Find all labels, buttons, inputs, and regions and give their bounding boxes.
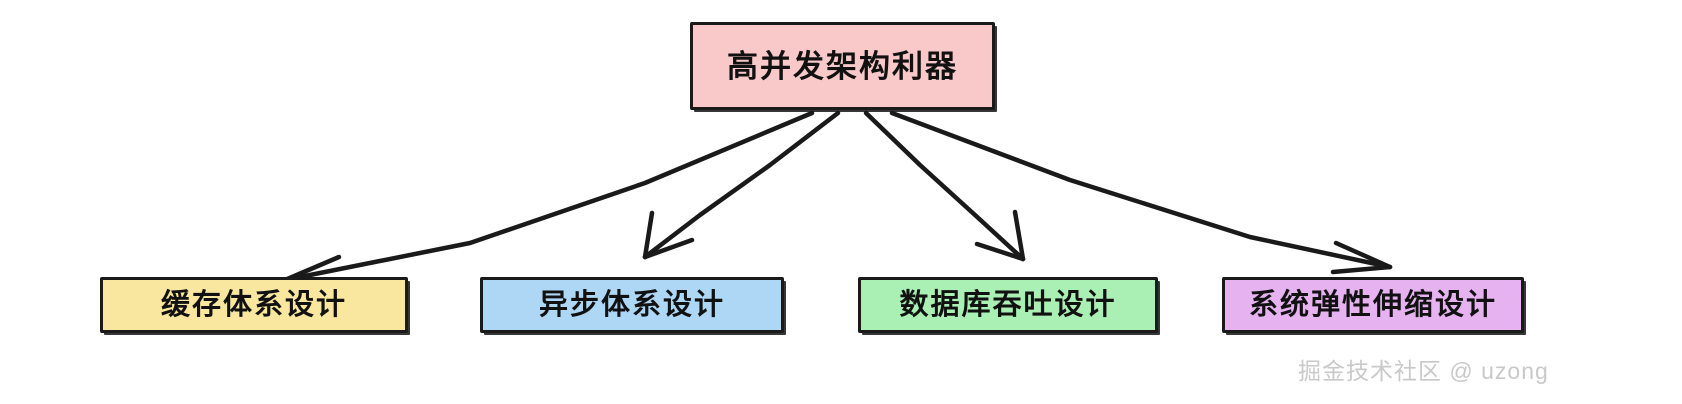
edge-root-to-database [863, 110, 1026, 262]
edge-root-to-cache [282, 110, 815, 288]
async-node[interactable]: 异步体系设计 [480, 277, 784, 333]
elastic-node-label: 系统弹性伸缩设计 [1248, 288, 1497, 321]
watermark-text: 掘金技术社区 @ uzong [1298, 358, 1549, 384]
elastic-node[interactable]: 系统弹性伸缩设计 [1222, 277, 1524, 333]
root-node[interactable]: 高并发架构利器 [690, 22, 995, 110]
database-node-label: 数据库吞吐设计 [899, 288, 1117, 321]
cache-node[interactable]: 缓存体系设计 [100, 277, 408, 333]
async-node-label: 异步体系设计 [538, 288, 725, 321]
database-node[interactable]: 数据库吞吐设计 [858, 277, 1158, 333]
root-node-label: 高并发架构利器 [727, 48, 958, 84]
cache-node-label: 缓存体系设计 [160, 288, 347, 321]
edge-root-to-async [642, 110, 841, 260]
edge-root-to-elastic [889, 110, 1393, 275]
